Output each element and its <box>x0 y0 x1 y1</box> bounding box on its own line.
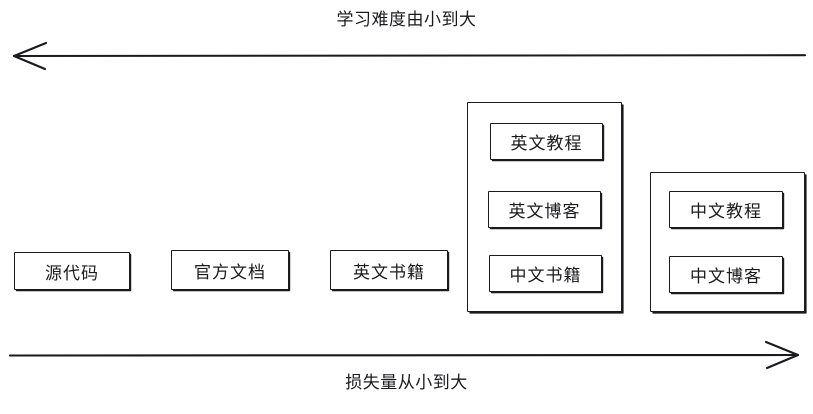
top-axis-label: 学习难度由小到大 <box>336 10 477 30</box>
bottom-axis-label: 损失量从小到大 <box>345 373 468 393</box>
node-label: 中文书籍 <box>509 266 582 286</box>
node-english-blog[interactable]: 英文博客 <box>488 191 601 228</box>
right-arrowhead-icon <box>764 340 800 370</box>
node-chinese-blog[interactable]: 中文博客 <box>669 256 783 293</box>
node-label: 源代码 <box>45 263 99 284</box>
node-chinese-tutorial[interactable]: 中文教程 <box>669 191 783 228</box>
node-label: 中文博客 <box>690 267 762 287</box>
node-label: 官方文档 <box>194 262 266 283</box>
node-label: 英文书籍 <box>353 262 425 283</box>
node-chinese-books[interactable]: 中文书籍 <box>489 255 602 292</box>
node-label: 英文博客 <box>508 202 581 222</box>
node-label: 中文教程 <box>690 202 762 222</box>
top-axis-arrow <box>12 41 807 71</box>
group-english-tutorial[interactable]: 英文教程 英文博客 中文书籍 <box>467 102 622 312</box>
left-arrowhead-icon <box>12 41 48 71</box>
node-source-code[interactable]: 源代码 <box>14 252 130 290</box>
bottom-axis-arrow <box>8 340 800 370</box>
node-english-tutorial[interactable]: 英文教程 <box>490 123 603 160</box>
group-chinese-tutorial[interactable]: 中文教程 中文博客 <box>650 172 805 312</box>
node-official-docs[interactable]: 官方文档 <box>171 250 289 290</box>
node-english-books[interactable]: 英文书籍 <box>330 250 448 290</box>
node-label: 英文教程 <box>510 134 583 154</box>
